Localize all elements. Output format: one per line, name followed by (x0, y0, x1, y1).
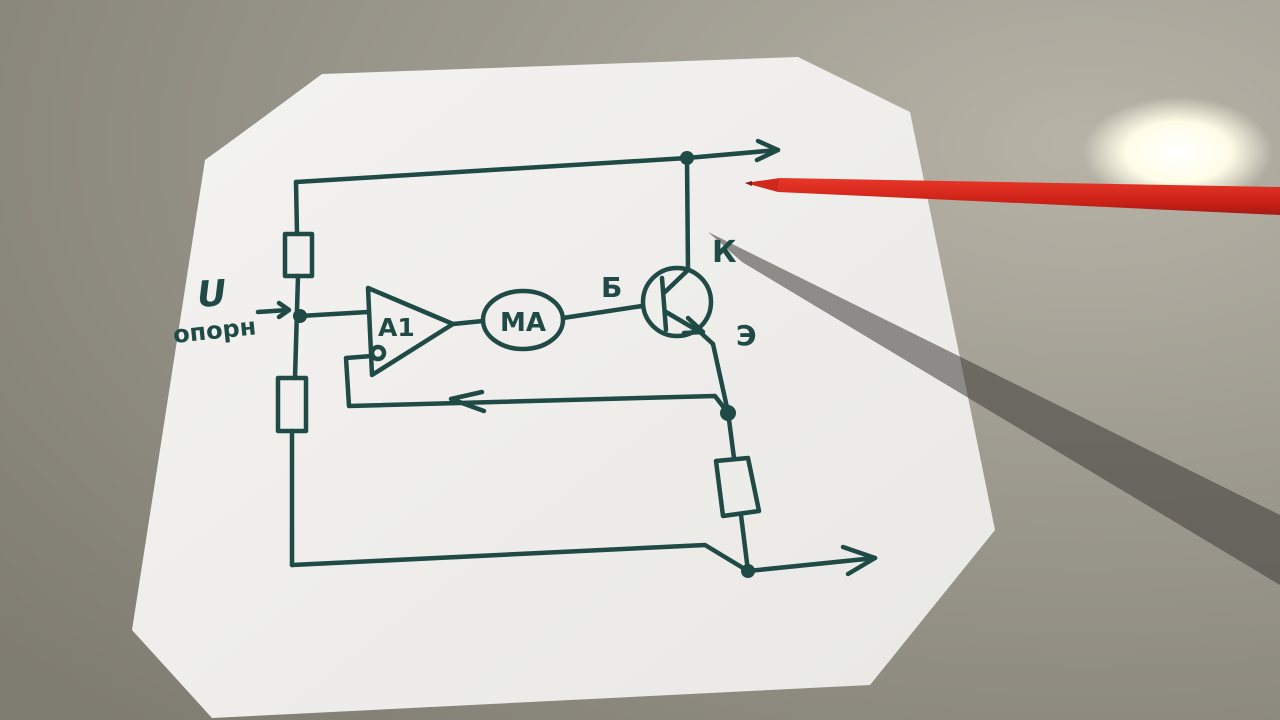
transistor-base-bar (659, 275, 669, 333)
output-bottom-wire (745, 555, 878, 574)
paper-sheet (132, 57, 995, 718)
meter-to-base-wire (560, 303, 645, 321)
left-wire-upper (293, 179, 300, 237)
opamp-triangle (365, 285, 456, 378)
top-rail-wire (293, 155, 690, 185)
left-wire-mid (292, 273, 301, 381)
pencil-tip-point (745, 181, 752, 186)
output-bottom-arrowhead (840, 544, 878, 577)
opamp-output-wire (450, 318, 486, 327)
pencil-tip (745, 178, 780, 192)
pencil-shadow (708, 232, 1280, 585)
transistor-collector-lead (662, 155, 691, 295)
label-base: Б (601, 271, 622, 304)
bottom-rail-wire (289, 542, 751, 574)
pencil-body (778, 178, 1280, 215)
resistor-emitter (713, 455, 762, 519)
transistor-body (640, 265, 714, 339)
feedback-wire (343, 353, 731, 416)
ref-input-arrow (255, 307, 291, 315)
label-opamp: A1 (378, 313, 415, 342)
label-collector: К (712, 235, 737, 270)
transistor-emitter-arrow (681, 315, 706, 336)
label-ref-symbol: U (196, 273, 228, 316)
feedback-arrowhead (448, 389, 487, 414)
output-top-wire (684, 147, 781, 161)
circuit-diagram (255, 138, 878, 578)
light-glare (1083, 97, 1273, 207)
emitter-resistor-to-bottom (738, 512, 751, 574)
opamp-inverting-bubble (369, 344, 387, 362)
ref-input-arrowhead (276, 300, 292, 320)
label-emitter: Э (736, 319, 757, 352)
output-top-arrowhead (754, 138, 781, 163)
label-meter: MA (500, 308, 546, 338)
opamp-input-wire (297, 309, 371, 319)
red-pencil (745, 178, 1280, 215)
